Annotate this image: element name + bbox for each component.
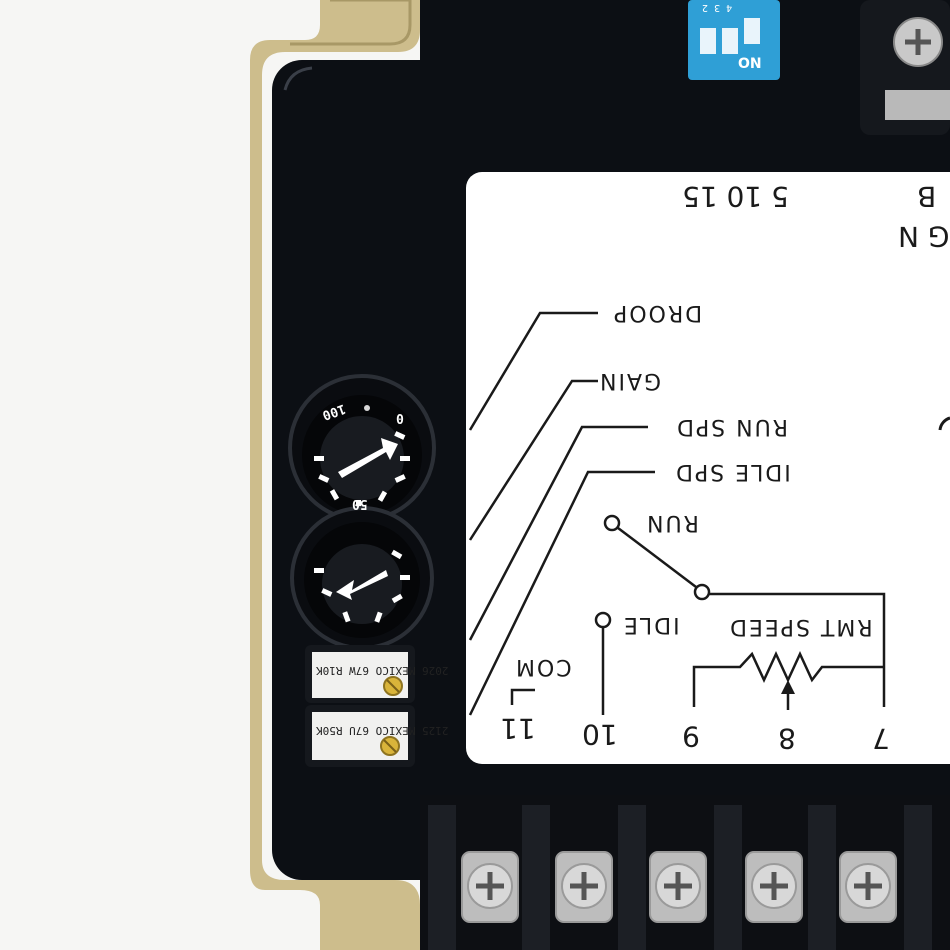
scale-ticks: 5 10 15 — [682, 180, 789, 213]
label-gain: GAIN — [598, 368, 662, 393]
label-idle-spd: IDLE SPD — [674, 459, 791, 484]
terminal-11: 11 — [500, 712, 536, 745]
label-com: COM — [514, 654, 572, 679]
terminal-9: 9 — [682, 720, 700, 753]
resistor-lower-text: 2125 MEXICO 67U R50K — [316, 724, 449, 737]
terminal-8: 8 — [778, 722, 796, 755]
terminal-10: 10 — [582, 718, 618, 751]
resistor-upper-text: 2026 MEXICO 67W R10K — [316, 664, 449, 677]
scale-row3: G N — [898, 220, 950, 253]
dip-switch-on-label: ON — [738, 56, 762, 72]
scale-row2: B — [917, 180, 937, 213]
gain-potentiometer — [288, 374, 436, 522]
label-panel — [466, 172, 950, 764]
knob-label-0: 0 — [396, 410, 404, 425]
label-droop: DROOP — [612, 300, 703, 325]
label-run: RUN — [645, 510, 699, 535]
droop-potentiometer — [290, 506, 434, 650]
knob-label-50: 50 — [352, 496, 368, 511]
terminal-7: 7 — [872, 722, 890, 755]
label-run-spd: RUN SPD — [675, 414, 789, 439]
dip-switch-numbers: 4 3 2 — [702, 2, 733, 13]
label-rmt-speed: RMT SPEED — [728, 614, 873, 639]
label-idle: IDLE — [622, 612, 680, 637]
